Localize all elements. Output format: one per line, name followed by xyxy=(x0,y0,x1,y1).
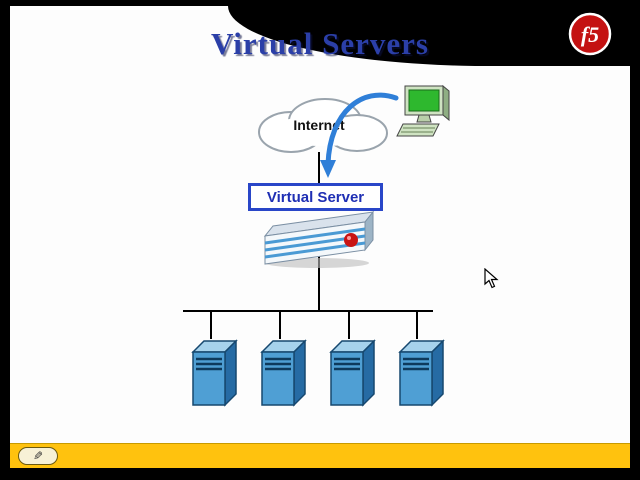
client-computer-icon xyxy=(396,84,450,137)
connector-line xyxy=(416,311,418,339)
network-bus-line xyxy=(183,310,433,312)
connector-line xyxy=(318,254,320,312)
mouse-cursor xyxy=(484,268,499,289)
connector-line xyxy=(348,311,350,339)
request-arrow-icon xyxy=(320,92,399,178)
internet-cloud-icon xyxy=(258,98,388,153)
bottom-toolbar: ✎ xyxy=(10,443,630,468)
server-tower-icon xyxy=(329,336,377,408)
pen-tool-button[interactable]: ✎ xyxy=(18,447,58,465)
connector-line xyxy=(279,311,281,339)
server-tower-icon xyxy=(260,336,308,408)
f5-logo-icon: f5 xyxy=(568,12,612,56)
virtual-server-label: Virtual Server xyxy=(266,188,365,206)
server-tower-icon xyxy=(398,336,446,408)
slide-title: Virtual Servers xyxy=(211,26,429,61)
internet-label: Internet xyxy=(293,117,345,133)
pen-icon: ✎ xyxy=(32,449,44,463)
connector-line xyxy=(210,311,212,339)
connector-line xyxy=(318,152,320,184)
presentation-slide: f5 Virtual Servers Internet Virtual Serv… xyxy=(10,6,630,468)
bigip-appliance-icon xyxy=(263,210,375,268)
f5-logo-text: f5 xyxy=(581,22,599,47)
virtual-server-box: Virtual Server xyxy=(248,183,383,211)
server-tower-icon xyxy=(191,336,239,408)
